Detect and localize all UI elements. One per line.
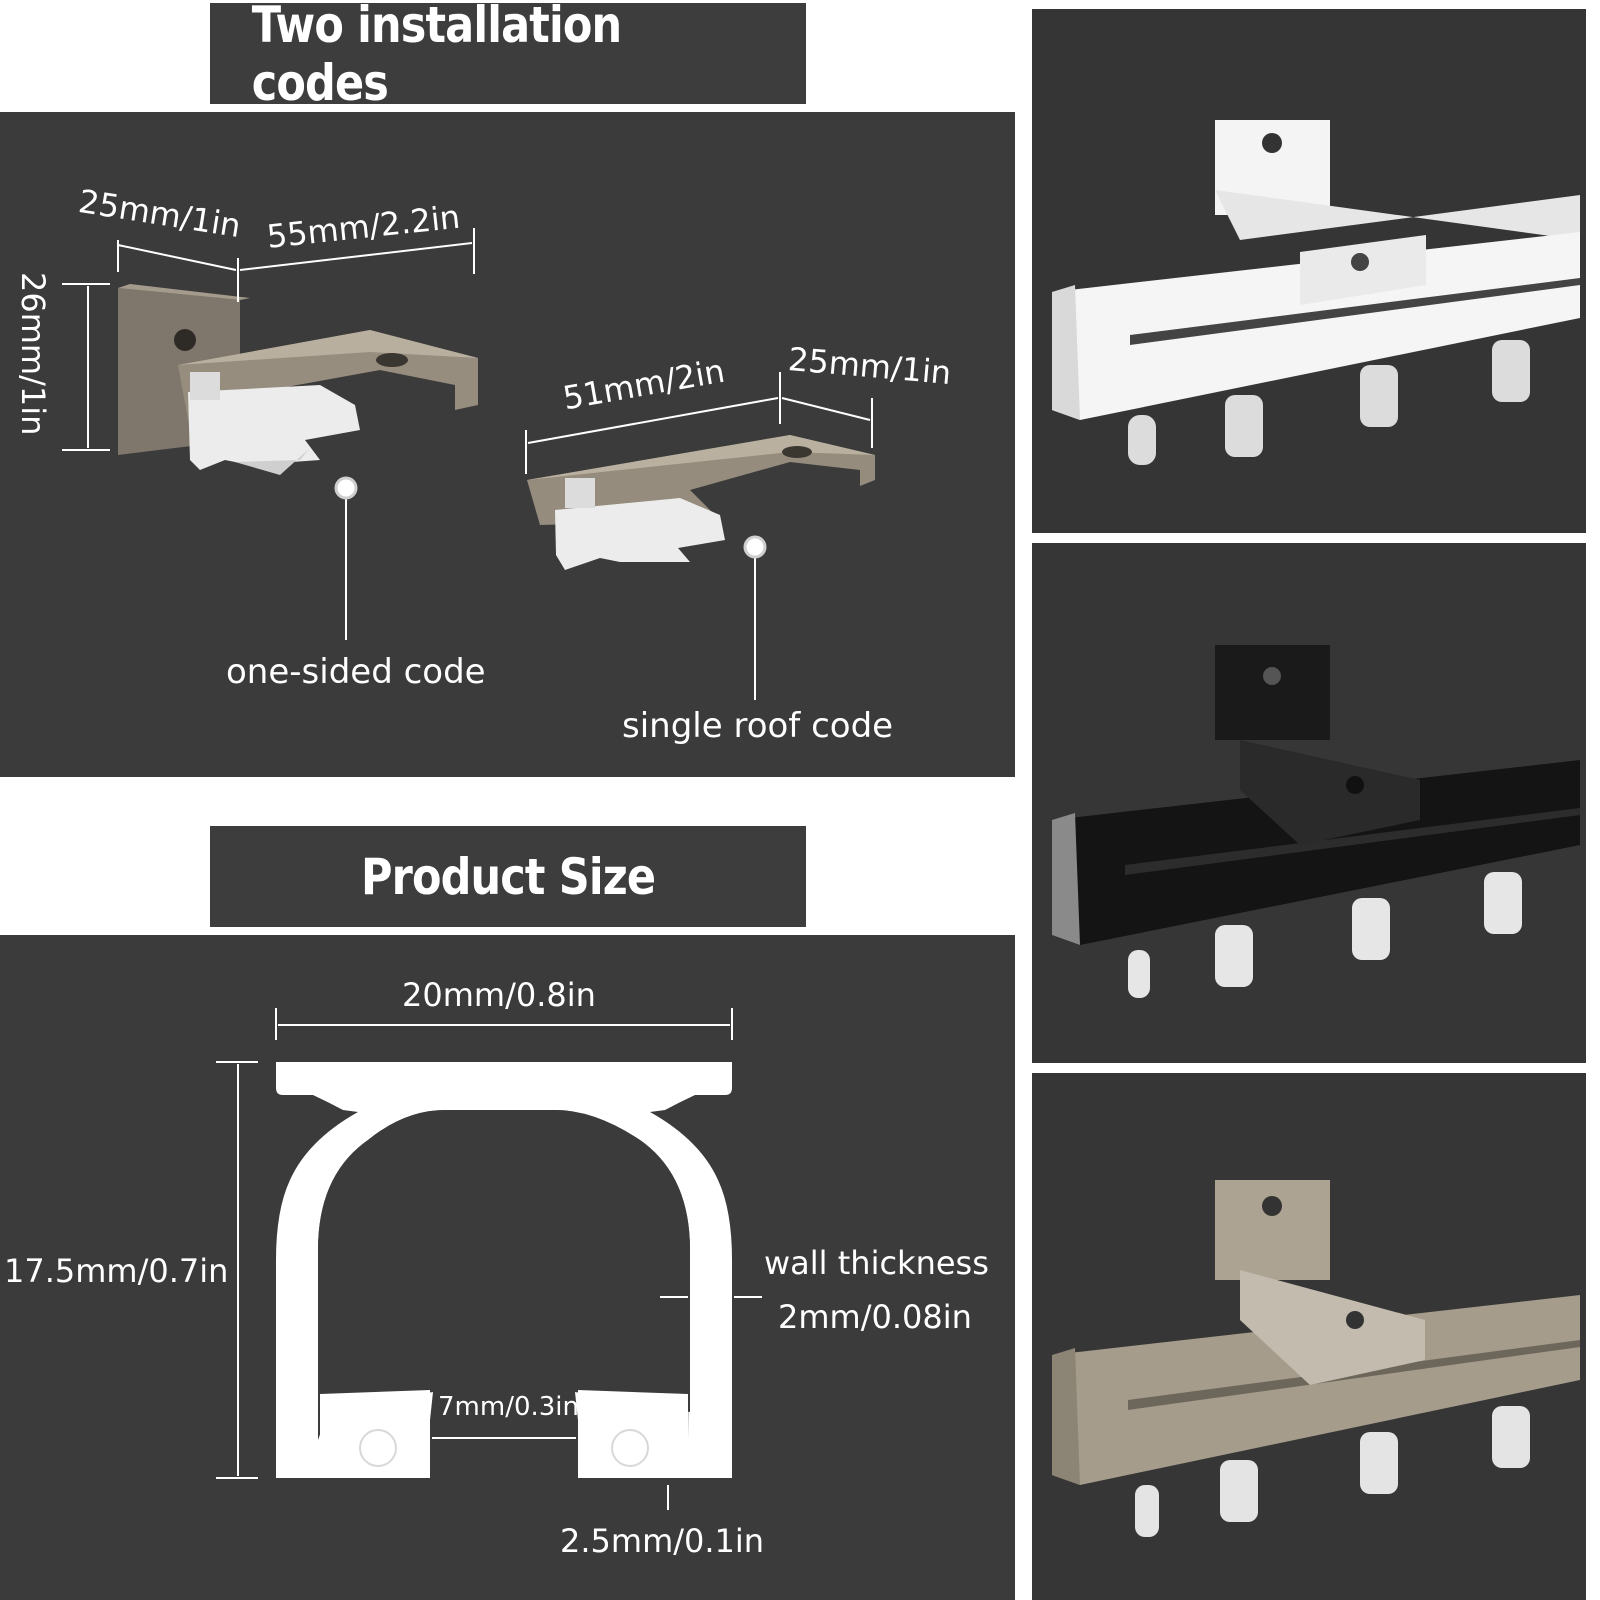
dim-height-17-5mm: 17.5mm/0.7in (4, 1252, 229, 1290)
single-roof-bracket-image (527, 435, 875, 570)
left-slot (359, 1429, 397, 1467)
rail-cavity (318, 1110, 690, 1440)
one-sided-callout-dot (334, 476, 358, 500)
single-roof-callout-dot (743, 535, 767, 559)
label-single-roof-code: single roof code (622, 706, 894, 746)
profile-dimension-lines (216, 1008, 762, 1510)
product-size-title: Product Size (360, 847, 656, 906)
bracket-dimension-lines (62, 228, 873, 700)
installation-title: Two installation codes (251, 0, 622, 112)
label-one-sided-code: one-sided code (226, 652, 486, 692)
right-slot (611, 1429, 649, 1467)
one-sided-bracket-image (118, 284, 478, 475)
white-rail-image (1052, 120, 1580, 465)
wall-thickness-value: 2mm/0.08in (778, 1298, 972, 1336)
installation-title-banner: Two installation codes (210, 0, 806, 112)
left-flange (320, 1390, 430, 1478)
dim-bottom-2-5mm: 2.5mm/0.1in (560, 1522, 765, 1560)
right-flange (578, 1390, 688, 1478)
dim-gap-7mm: 7mm/0.3in (438, 1392, 580, 1422)
wall-thickness-label: wall thickness (764, 1244, 989, 1282)
black-rail-image (1052, 645, 1580, 998)
dim-width-20mm: 20mm/0.8in (402, 976, 596, 1014)
champagne-rail-image (1052, 1180, 1580, 1537)
product-size-banner: Product Size (210, 826, 806, 927)
